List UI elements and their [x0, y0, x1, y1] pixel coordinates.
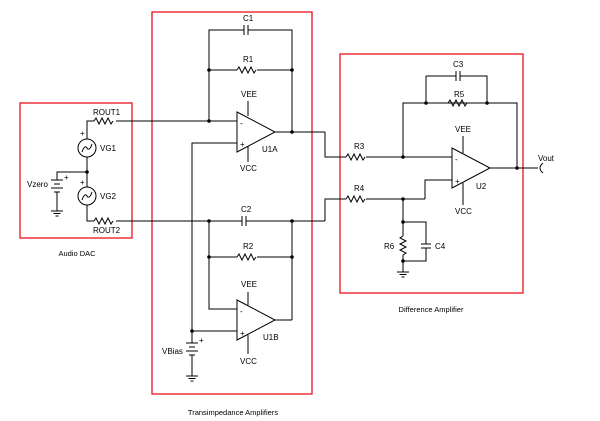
difference-amplifier-caption: Difference Amplifier — [399, 305, 464, 314]
svg-text:+: + — [199, 336, 204, 345]
transimpedance-circuit: - + U1A VEE VCC C1 R1 - + U1B VEE VCC — [116, 14, 325, 382]
r5-label: R5 — [454, 90, 465, 99]
r1-resistor — [236, 65, 257, 75]
svg-text:+: + — [64, 173, 69, 182]
u1a-vcc: VCC — [240, 164, 257, 173]
svg-text:+: + — [455, 177, 460, 186]
r4-resistor — [345, 194, 366, 204]
svg-text:+: + — [240, 329, 245, 338]
vout-label: Vout — [538, 154, 555, 163]
r6-label: R6 — [384, 242, 395, 251]
rout1-label: ROUT1 — [93, 108, 121, 117]
u1a-vee: VEE — [241, 90, 257, 99]
r2-resistor — [236, 252, 257, 262]
u1a-label: U1A — [262, 145, 278, 154]
svg-text:+: + — [80, 178, 85, 187]
r3-resistor — [345, 152, 366, 162]
audio-dac-caption: Audio DAC — [58, 249, 96, 258]
difference-amplifier-frame — [339, 53, 524, 294]
vg2-label: VG2 — [100, 192, 117, 201]
svg-text:-: - — [455, 155, 458, 164]
vbias-label: VBias — [162, 347, 183, 356]
svg-text:-: - — [240, 119, 243, 128]
u1a-opamp — [236, 111, 277, 153]
rout2-label: ROUT2 — [93, 226, 121, 235]
r4-label: R4 — [354, 184, 365, 193]
c4-label: C4 — [435, 242, 446, 251]
u1b-vee: VEE — [241, 280, 257, 289]
transimpedance-caption: Transimpedance Amplifiers — [188, 408, 278, 417]
r6-resistor — [398, 235, 408, 256]
vg1-label: VG1 — [100, 144, 117, 153]
difference-amplifier-circuit: R3 R4 - + U2 VEE VCC C3 R5 Vout — [324, 60, 555, 278]
u1b-vcc: VCC — [240, 357, 257, 366]
c3-label: C3 — [453, 60, 464, 69]
r1-label: R1 — [243, 55, 254, 64]
rout1-resistor — [93, 116, 114, 126]
vout-terminal — [539, 162, 544, 174]
u1b-label: U1B — [263, 333, 279, 342]
vzero-label: Vzero — [27, 180, 48, 189]
u2-label: U2 — [476, 182, 487, 191]
audio-dac-frame — [19, 102, 133, 239]
u2-vcc: VCC — [455, 207, 472, 216]
r5-resistor — [447, 98, 468, 108]
u2-vee: VEE — [455, 125, 471, 134]
r3-label: R3 — [354, 142, 365, 151]
u2-opamp — [451, 147, 492, 189]
c1-label: C1 — [243, 14, 254, 23]
svg-text:-: - — [240, 307, 243, 316]
transimpedance-frame — [151, 11, 313, 395]
audio-dac-circuit: VG1 + VG2 + ROUT1 ROUT2 Vzero + — [27, 108, 121, 235]
rout2-resistor — [93, 216, 114, 226]
u1b-opamp — [236, 299, 277, 341]
svg-text:+: + — [240, 140, 245, 149]
svg-text:+: + — [80, 129, 85, 138]
c2-label: C2 — [241, 205, 252, 214]
r2-label: R2 — [243, 242, 254, 251]
